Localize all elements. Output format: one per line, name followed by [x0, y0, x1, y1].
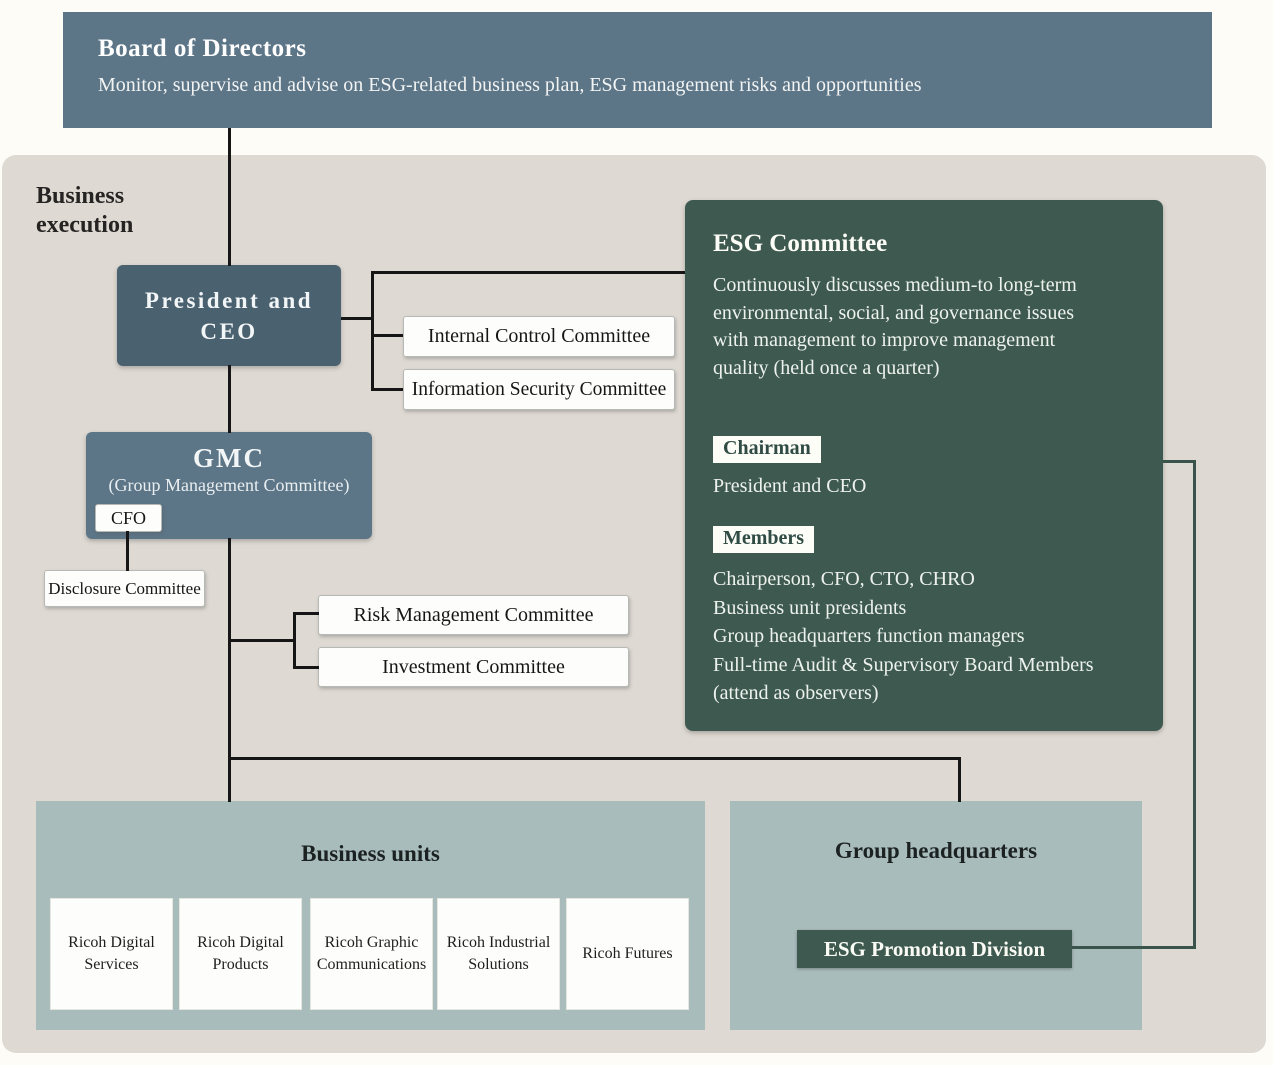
- connector-committees-spine: [371, 271, 374, 391]
- members-label: Members: [713, 526, 815, 553]
- business-units-panel: Business units Ricoh Digital Services Ri…: [36, 801, 705, 1030]
- chairman-value: President and CEO: [713, 475, 867, 497]
- board-of-directors-node: Board of Directors Monitor, supervise an…: [63, 12, 1212, 128]
- connector-president-gmc: [228, 365, 231, 433]
- esg-committee-title: ESG Committee: [713, 230, 888, 257]
- gmc-node: GMC (Group Management Committee) CFO: [86, 432, 372, 539]
- connector-risk-branch: [228, 639, 296, 642]
- cfo-node: CFO: [95, 504, 162, 532]
- gmc-title: GMC: [193, 443, 265, 473]
- group-headquarters-title: Group headquarters: [834, 838, 1038, 863]
- connector-esg-promotion-vertical: [1193, 460, 1196, 949]
- connector-risk-spine: [293, 612, 296, 669]
- member-item: Group headquarters function managers: [713, 625, 1025, 647]
- esg-committee-description: Continuously discusses medium-to long-te…: [713, 272, 1135, 382]
- group-headquarters-panel: Group headquarters ESG Promotion Divisio…: [730, 801, 1142, 1030]
- connector-esg-right-stub: [1163, 460, 1196, 463]
- disclosure-committee-node: Disclosure Committee: [44, 570, 205, 607]
- esg-promotion-division-node: ESG Promotion Division: [797, 930, 1072, 968]
- information-security-committee-node: Information Security Committee: [403, 369, 675, 410]
- esg-desc-line: with management to improve management: [713, 329, 1056, 351]
- esg-committee-node: ESG Committee Continuously discusses med…: [685, 200, 1163, 731]
- connector-branch-group-hq: [228, 757, 961, 760]
- business-unit-card: Ricoh Graphic Communications: [310, 898, 433, 1010]
- board-title: Board of Directors: [98, 35, 307, 62]
- member-item: Business unit presidents: [713, 596, 907, 619]
- connector-to-esg-promotion: [1072, 946, 1196, 949]
- president-ceo-line2: CEO: [200, 318, 258, 344]
- gmc-subtitle: (Group Management Committee): [108, 475, 350, 495]
- connector-to-internal-control: [371, 334, 403, 337]
- internal-control-committee-node: Internal Control Committee: [403, 316, 675, 357]
- board-subtitle: Monitor, supervise and advise on ESG-rel…: [98, 74, 922, 96]
- business-execution-label: Business execution: [36, 183, 134, 238]
- connector-to-risk: [293, 612, 319, 615]
- member-item: Full-time Audit & Supervisory Board Memb…: [713, 653, 1094, 676]
- business-unit-card: Ricoh Futures: [566, 898, 689, 1010]
- connector-cfo-disclosure: [126, 531, 129, 571]
- president-ceo-node: President and CEO: [117, 265, 341, 366]
- risk-management-committee-node: Risk Management Committee: [318, 595, 629, 635]
- business-unit-card: Ricoh Digital Services: [50, 898, 173, 1010]
- esg-desc-line: Continuously discusses medium-to long-te…: [713, 274, 1077, 296]
- connector-to-info-security: [371, 388, 403, 391]
- chairman-label: Chairman: [713, 436, 821, 463]
- business-unit-card: Ricoh Digital Products: [179, 898, 302, 1010]
- business-units-title: Business units: [301, 841, 440, 866]
- connector-gmc-business-units: [228, 538, 231, 802]
- connector-to-investment: [293, 666, 319, 669]
- member-item: (attend as observers): [713, 682, 879, 704]
- investment-committee-node: Investment Committee: [318, 647, 629, 687]
- connector-drop-group-hq: [958, 757, 961, 802]
- connector-board-president: [228, 128, 231, 266]
- president-ceo-line1: President and: [144, 287, 314, 313]
- business-unit-card: Ricoh Industrial Solutions: [437, 898, 560, 1010]
- connector-president-stub: [341, 317, 374, 320]
- member-item: Chairperson, CFO, CTO, CHRO: [713, 568, 975, 590]
- members-list: Chairperson, CFO, CTO, CHRO Business uni…: [713, 565, 1135, 708]
- esg-desc-line: quality (held once a quarter): [713, 356, 940, 379]
- connector-to-esg-committee: [371, 271, 685, 274]
- esg-desc-line: environmental, social, and governance is…: [713, 301, 1074, 324]
